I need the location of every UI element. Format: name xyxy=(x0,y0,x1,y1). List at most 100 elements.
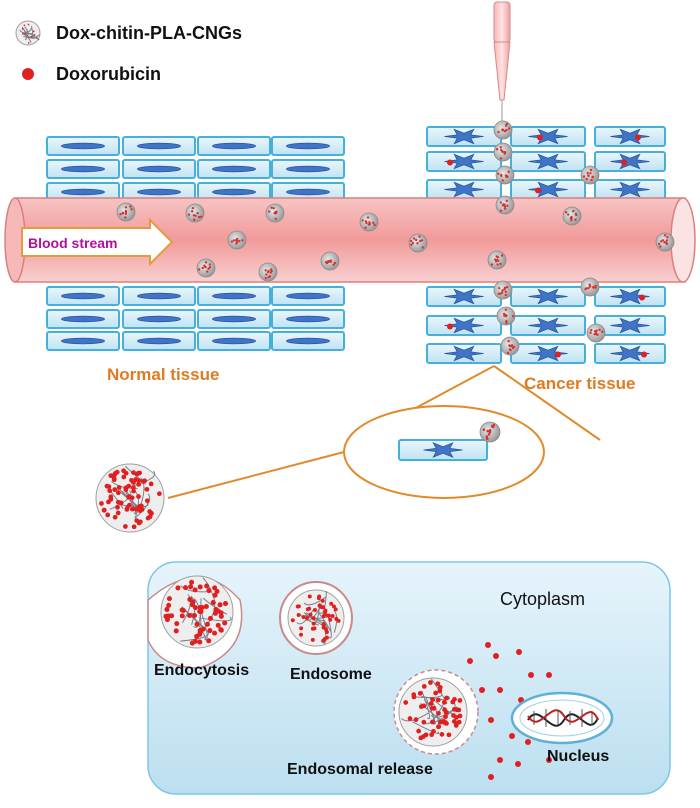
nanogel-zoom-icon xyxy=(95,463,165,533)
doxorubicin-dot xyxy=(509,733,515,739)
doxorubicin-legend-icon xyxy=(22,68,34,80)
cytoplasm-label: Cytoplasm xyxy=(500,589,586,609)
normal-cell xyxy=(46,159,120,179)
normal-cell xyxy=(271,136,345,156)
legend-nanogel-label: Dox-chitin-PLA-CNGs xyxy=(56,23,242,43)
doxorubicin-dot xyxy=(493,653,499,659)
nanogel-icon xyxy=(408,233,428,253)
nanogel-icon xyxy=(227,230,247,250)
nanogel-icon xyxy=(586,323,606,343)
nanoparticle-group xyxy=(116,120,675,356)
blood-stream-arrow xyxy=(21,217,174,267)
nucleus xyxy=(510,691,614,745)
doxorubicin-dot xyxy=(488,774,494,780)
nanogel-icon xyxy=(580,165,600,185)
normal-cell xyxy=(122,159,196,179)
cancer-cell xyxy=(426,151,502,172)
doxorubicin-dot xyxy=(515,761,521,767)
normal-cell xyxy=(197,136,271,156)
nanogel-legend-icon xyxy=(15,20,41,46)
doxorubicin-dot xyxy=(479,687,485,693)
cancer-cell xyxy=(398,439,488,461)
endosomal-release-label: Endosomal release xyxy=(287,761,433,778)
cancer-cell xyxy=(510,343,586,364)
normal-tissue-cells xyxy=(46,136,345,351)
normal-cell xyxy=(46,331,120,351)
nanogel-endocytosis-icon xyxy=(160,575,234,649)
cancer-cell xyxy=(594,151,666,172)
nanogel-release-icon xyxy=(398,677,468,747)
normal-cell xyxy=(197,309,271,329)
cancer-cell xyxy=(510,151,586,172)
nanogel-icon xyxy=(479,421,501,443)
cancer-cell xyxy=(594,126,666,147)
dna-icon xyxy=(527,709,599,727)
endocytosis-label: Endocytosis xyxy=(154,662,250,679)
nanogel-icon xyxy=(493,120,513,140)
normal-cell xyxy=(271,182,345,202)
cancer-cell xyxy=(594,343,666,364)
endosome-label: Endosome xyxy=(290,666,372,683)
nanogel-icon xyxy=(487,250,507,270)
normal-cell xyxy=(122,286,196,306)
nanogel-icon xyxy=(196,258,216,278)
legend-doxorubicin-label: Doxorubicin xyxy=(56,64,162,84)
normal-cell xyxy=(122,331,196,351)
cancer-cell xyxy=(426,343,502,364)
pipette-icon xyxy=(493,1,511,128)
doxorubicin-dot xyxy=(546,757,552,763)
normal-cell xyxy=(46,286,120,306)
normal-cell xyxy=(46,309,120,329)
cancer-cell xyxy=(426,179,502,200)
doxorubicin-dot xyxy=(525,739,531,745)
cancer-cell xyxy=(510,286,586,307)
nanogel-icon xyxy=(185,203,205,223)
cancer-cell xyxy=(510,179,586,200)
doxorubicin-dot xyxy=(546,672,552,678)
cancer-cell-zoom xyxy=(398,421,501,461)
normal-cell xyxy=(271,331,345,351)
cancer-cell xyxy=(426,126,502,147)
nanogel-icon xyxy=(116,202,136,222)
nanogel-icon xyxy=(359,212,379,232)
nanogel-icon xyxy=(258,262,278,282)
cancer-cell xyxy=(426,286,502,307)
nanogel-icon xyxy=(493,280,513,300)
nucleus-label: Nucleus xyxy=(547,748,610,765)
nanogel-icon xyxy=(562,206,582,226)
doxorubicin-dot xyxy=(488,717,494,723)
cancer-cell xyxy=(594,179,666,200)
normal-cell xyxy=(271,309,345,329)
normal-cell xyxy=(122,136,196,156)
nanogel-icon xyxy=(493,142,513,162)
nanogel-icon xyxy=(495,195,515,215)
normal-cell xyxy=(122,309,196,329)
cancer-tissue-label: Cancer tissue xyxy=(524,374,636,393)
doxorubicin-dot xyxy=(516,649,522,655)
released-doxorubicin xyxy=(467,642,552,780)
normal-cell xyxy=(122,182,196,202)
normal-tissue-label: Normal tissue xyxy=(107,365,220,384)
nanogel-icon xyxy=(265,203,285,223)
normal-cell xyxy=(46,136,120,156)
normal-cell xyxy=(197,159,271,179)
normal-cell xyxy=(46,182,120,202)
doxorubicin-dot xyxy=(485,642,491,648)
normal-cell xyxy=(197,331,271,351)
normal-cell xyxy=(271,159,345,179)
normal-cell xyxy=(197,286,271,306)
nanogel-icon xyxy=(320,251,340,271)
cancer-cell xyxy=(510,315,586,336)
nanogel-icon xyxy=(500,336,520,356)
normal-cell xyxy=(271,286,345,306)
doxorubicin-dot xyxy=(497,757,503,763)
doxorubicin-dot xyxy=(528,672,534,678)
cancer-cell xyxy=(426,315,502,336)
nanogel-endosome-icon xyxy=(287,589,345,647)
nanogel-icon xyxy=(655,232,675,252)
cancer-cell xyxy=(510,126,586,147)
doxorubicin-dot xyxy=(497,687,503,693)
cancer-cell xyxy=(594,286,666,307)
nanogel-icon xyxy=(495,165,515,185)
